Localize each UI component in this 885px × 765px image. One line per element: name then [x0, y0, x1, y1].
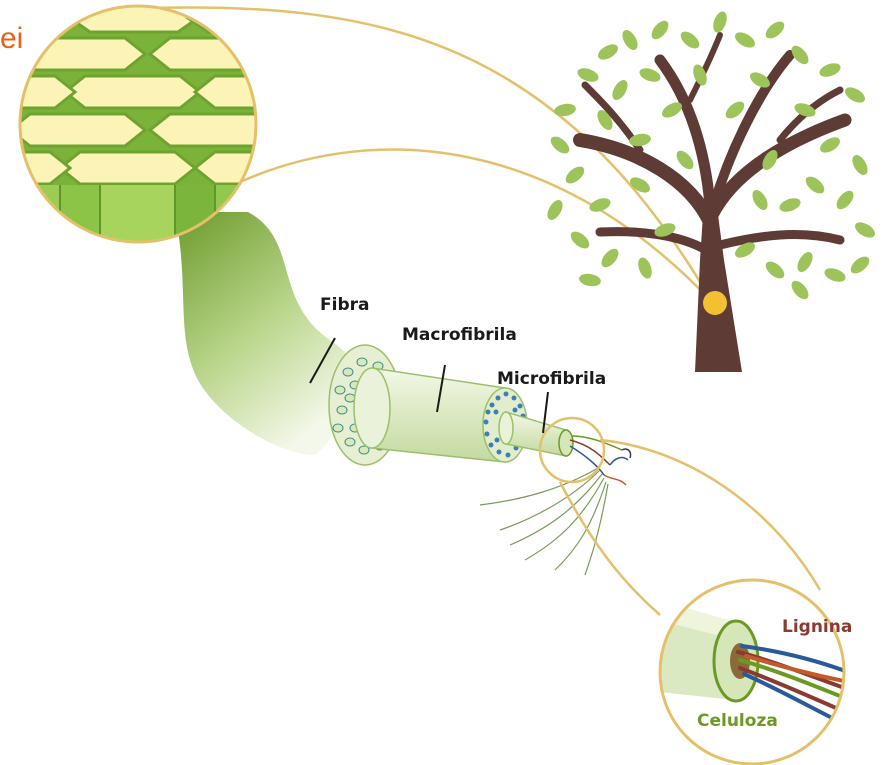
label-fibra: Fibra: [320, 295, 369, 315]
cell-structure-circle: [0, 0, 310, 260]
lignin-cellulose-zoom-circle: [640, 580, 860, 764]
label-macrofibrila: Macrofibrila: [402, 325, 517, 345]
label-lignina: Lignina: [782, 617, 852, 637]
sample-dot-icon: [703, 291, 727, 315]
corner-text-fragment: ei: [0, 22, 23, 55]
fiber-strand: [175, 212, 355, 455]
tree-icon: [544, 10, 877, 372]
label-microfibrila: Microfibrila: [497, 369, 606, 389]
label-celuloza: Celuloza: [697, 711, 778, 731]
